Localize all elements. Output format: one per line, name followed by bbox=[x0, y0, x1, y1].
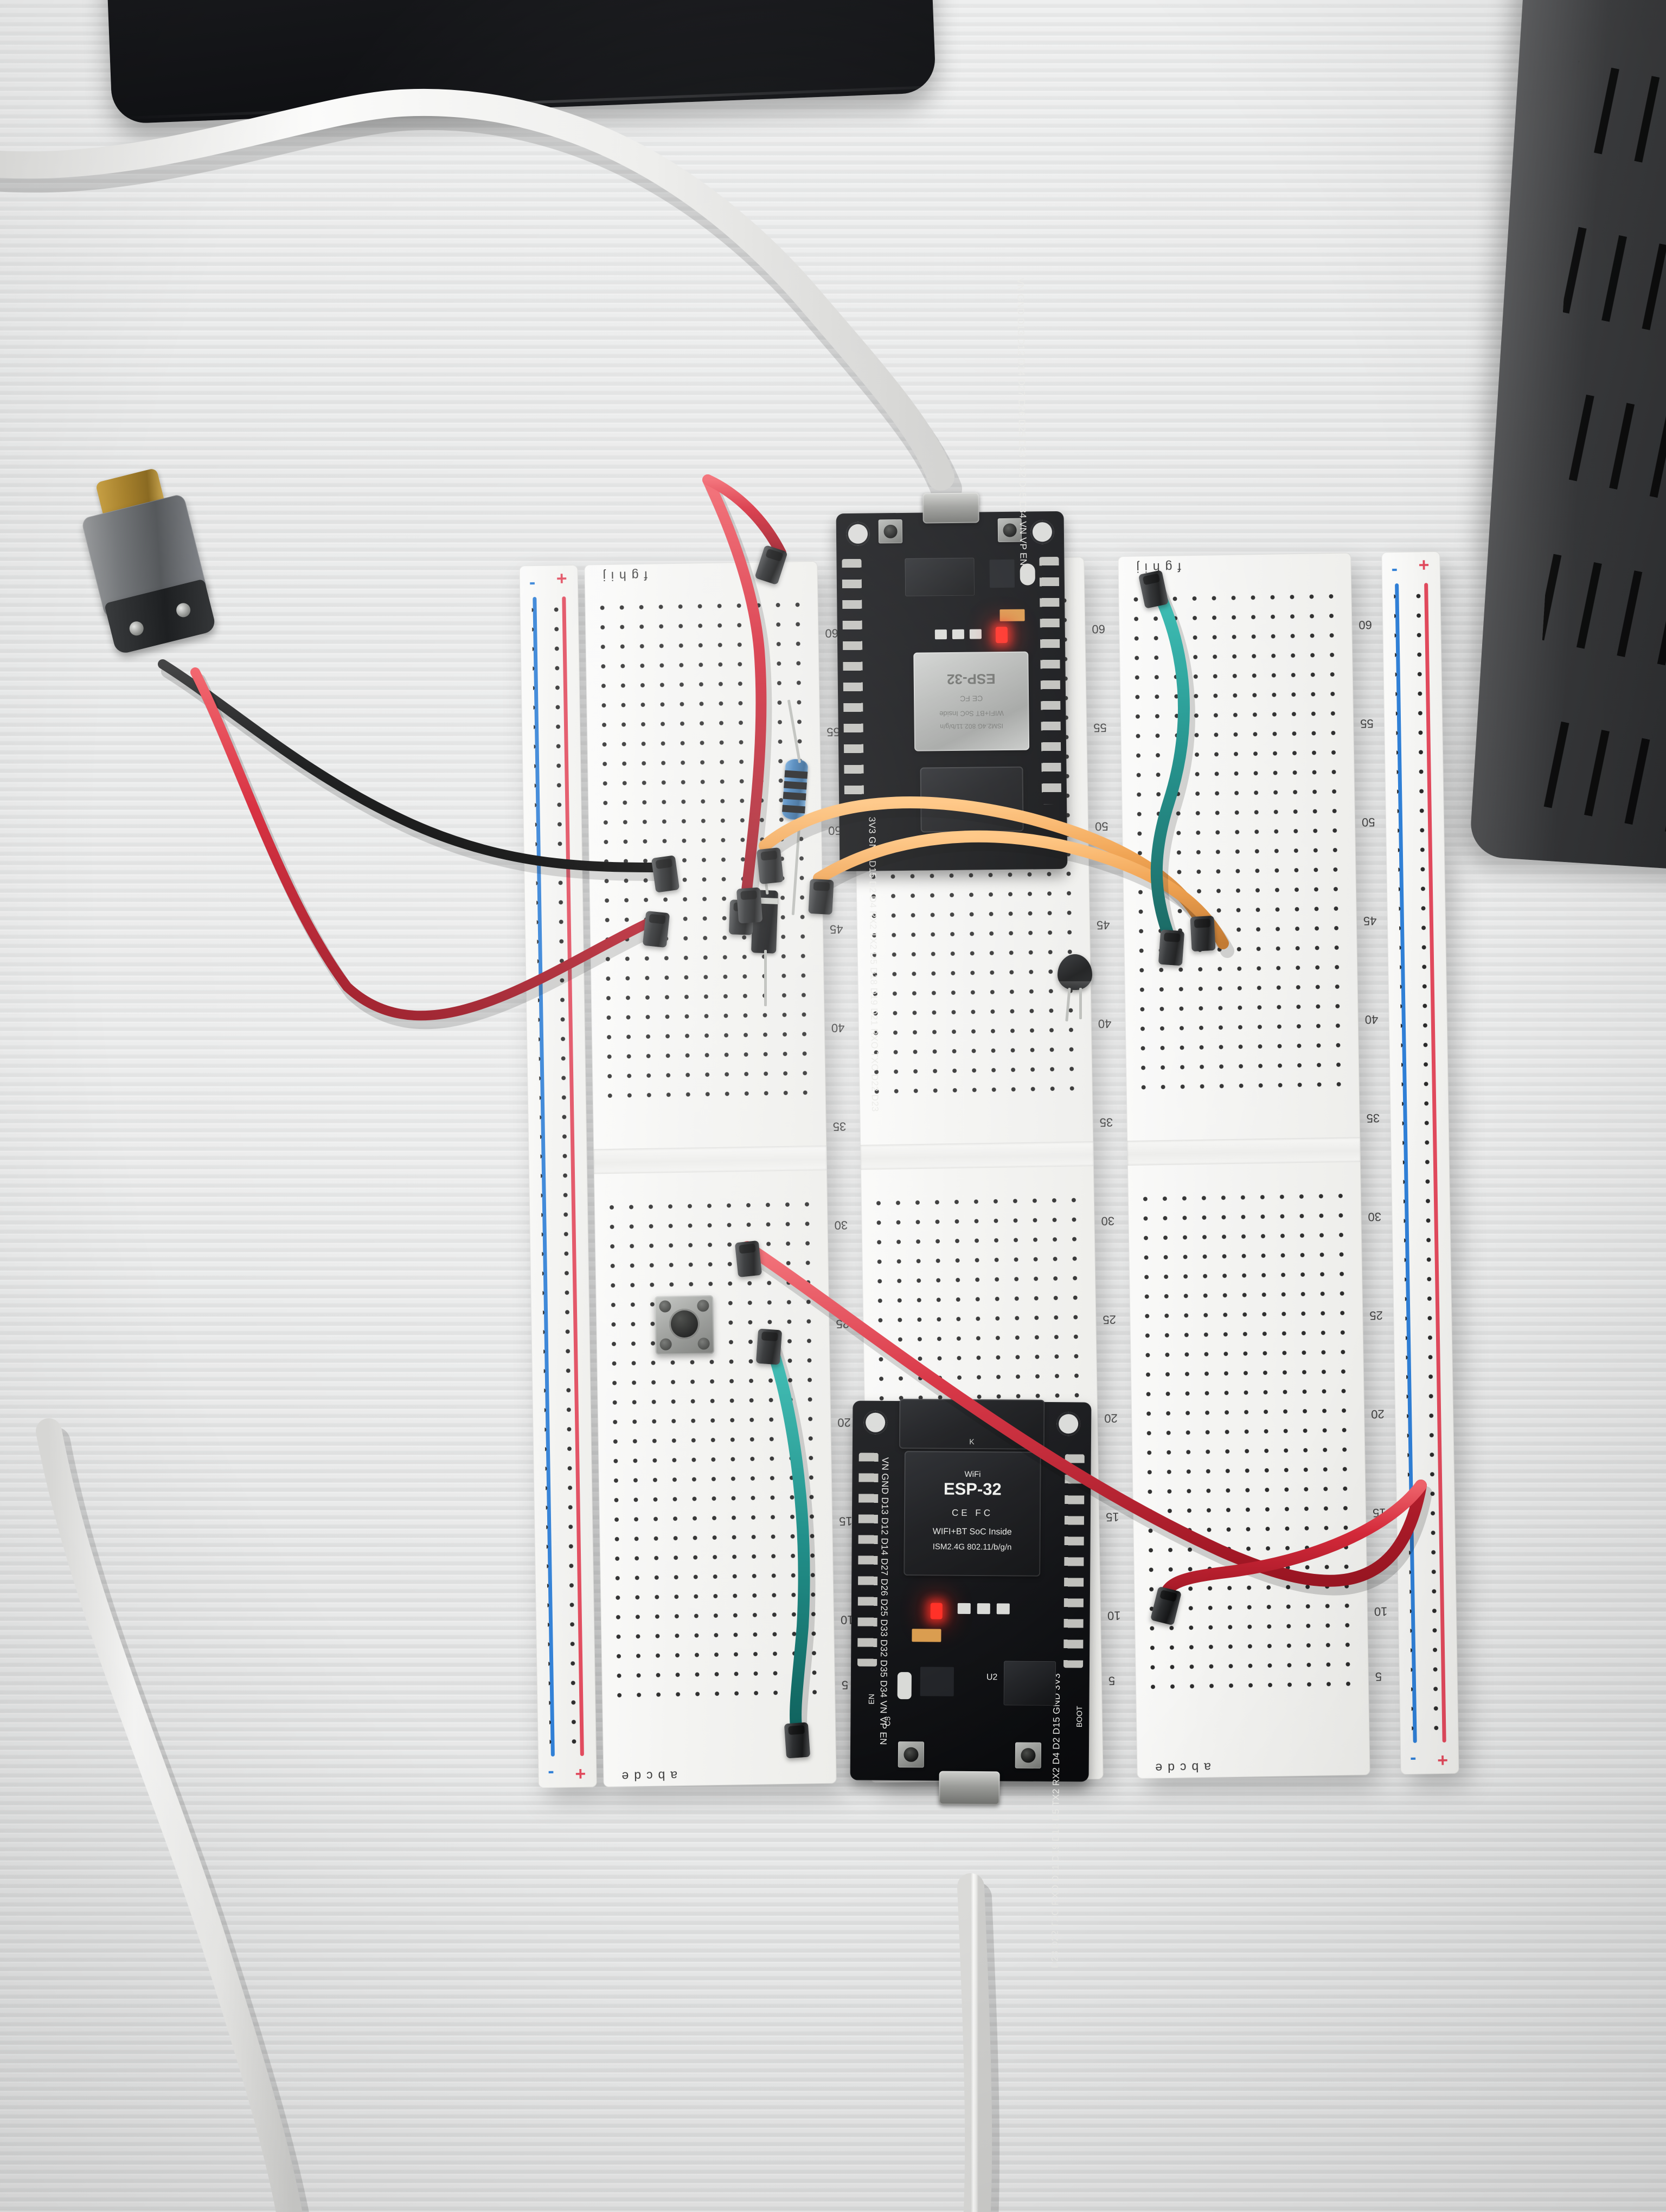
to92-transistor bbox=[1058, 954, 1092, 990]
diode-lead-lower bbox=[764, 950, 767, 1006]
transistor-lead bbox=[1079, 988, 1082, 1019]
